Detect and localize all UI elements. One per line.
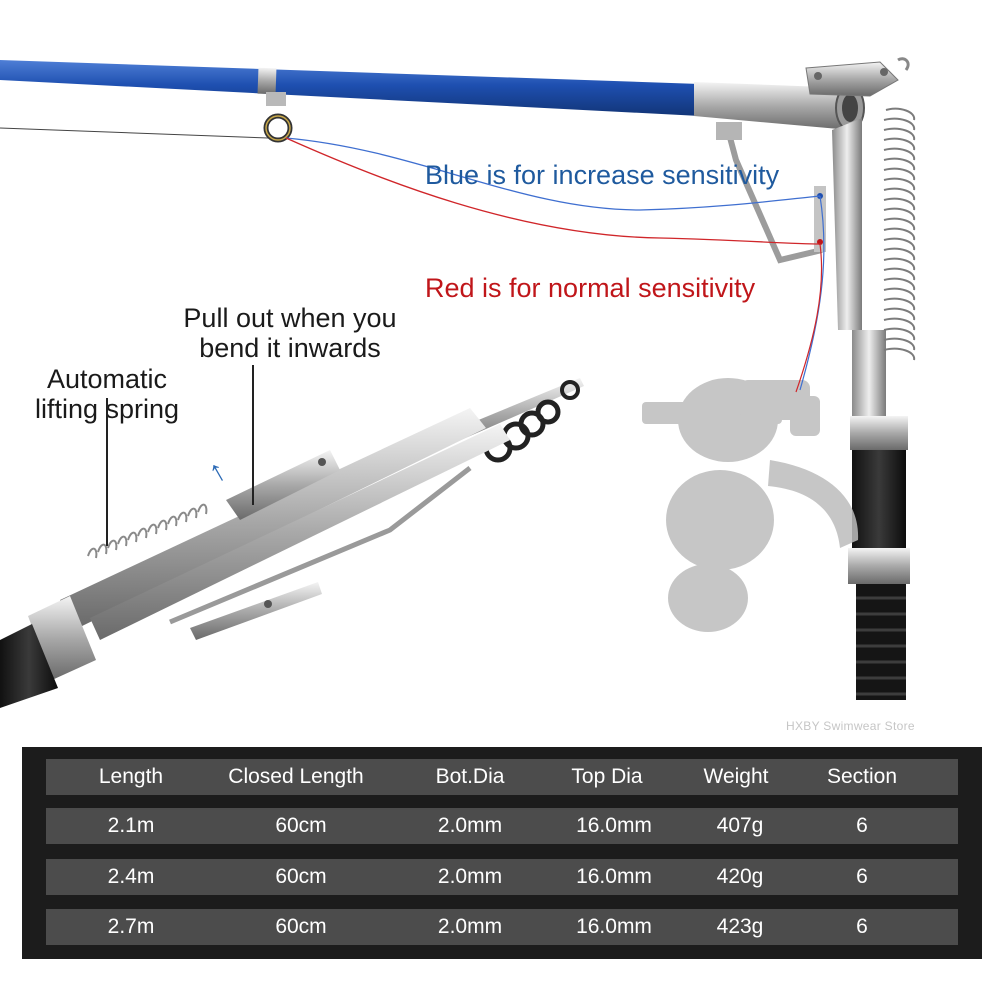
spec-table: Length Closed Length Bot.Dia Top Dia Wei…: [22, 747, 982, 959]
pull-out-label-line2: bend it inwards: [199, 333, 381, 363]
cell-bot-dia: 2.0mm: [437, 915, 503, 938]
table-row: 2.7m 60cm 2.0mm 16.0mm 423g 6: [46, 909, 958, 945]
header-top-dia: Top Dia: [571, 765, 643, 788]
store-watermark: HXBY Swimwear Store: [786, 719, 915, 733]
lifting-spring-leader-line: [106, 398, 108, 546]
header-section: Section: [826, 765, 898, 788]
blue-sensitivity-label: Blue is for increase sensitivity: [425, 160, 780, 190]
red-line: [285, 137, 821, 245]
cell-section: 6: [856, 915, 868, 938]
header-length: Length: [98, 765, 164, 788]
header-weight: Weight: [703, 765, 769, 788]
cell-bot-dia: 2.0mm: [437, 814, 503, 837]
blue-line: [285, 137, 821, 211]
cell-weight: 420g: [716, 865, 764, 888]
cell-weight: 423g: [716, 915, 764, 938]
cell-closed-length: 60cm: [275, 865, 327, 888]
ribbed-butt: [856, 584, 906, 700]
lifting-spring-vertical: [883, 107, 916, 361]
header-bot-dia: Bot.Dia: [435, 765, 505, 788]
folded-holder: [0, 378, 584, 708]
cell-length: 2.4m: [107, 865, 155, 888]
cell-section: 6: [856, 865, 868, 888]
pull-out-label: Pull out when you bend it inwards: [172, 303, 408, 363]
blue-rod: [0, 60, 700, 143]
cell-length: 2.7m: [107, 915, 155, 938]
cell-length: 2.1m: [107, 814, 155, 837]
rod-holder-head: [694, 57, 916, 700]
cell-top-dia: 16.0mm: [576, 865, 652, 888]
cell-top-dia: 16.0mm: [576, 915, 652, 938]
cell-closed-length: 60cm: [275, 814, 327, 837]
pull-out-leader-line: [252, 365, 254, 505]
reel-silhouette: [642, 378, 859, 632]
table-row: 2.1m 60cm 2.0mm 16.0mm 407g 6: [46, 808, 958, 844]
cell-closed-length: 60cm: [275, 915, 327, 938]
table-row: 2.4m 60cm 2.0mm 16.0mm 420g 6: [46, 859, 958, 895]
cell-section: 6: [856, 814, 868, 837]
lifting-spring-label-line1: Automatic: [46, 364, 168, 394]
pull-out-label-line1: Pull out when you: [183, 303, 397, 333]
red-sensitivity-label: Red is for normal sensitivity: [425, 273, 756, 303]
spec-table-header: Length Closed Length Bot.Dia Top Dia Wei…: [46, 759, 958, 795]
cell-bot-dia: 2.0mm: [437, 865, 503, 888]
cell-top-dia: 16.0mm: [576, 814, 652, 837]
cell-weight: 407g: [716, 814, 764, 837]
header-closed-length: Closed Length: [228, 765, 364, 788]
fishing-rod-photo: [0, 57, 916, 708]
